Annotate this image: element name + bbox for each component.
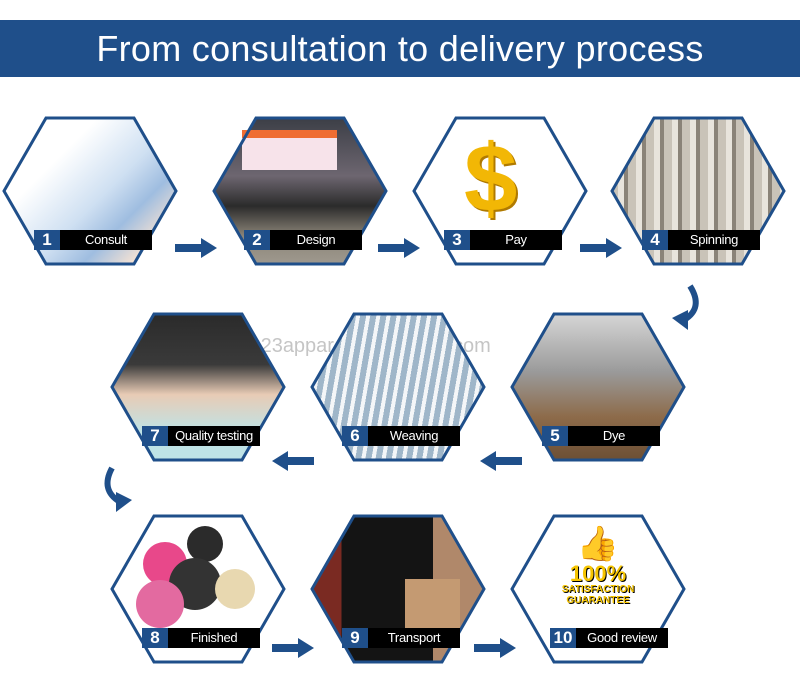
step-label: Pay bbox=[470, 230, 562, 250]
step-number: 6 bbox=[342, 426, 368, 446]
arrow-left-icon bbox=[480, 451, 522, 471]
step-number: 8 bbox=[142, 628, 168, 648]
thumbs-up-icon: 👍 bbox=[576, 525, 620, 563]
arrow-left-icon bbox=[272, 451, 314, 471]
step-label: Quality testing bbox=[168, 426, 260, 446]
step-label: Good review bbox=[576, 628, 668, 648]
step-number: 4 bbox=[642, 230, 668, 250]
step-number: 2 bbox=[244, 230, 270, 250]
curved-arrow-down-icon bbox=[104, 466, 132, 512]
step-label: Spinning bbox=[668, 230, 760, 250]
step-number: 3 bbox=[444, 230, 470, 250]
step-label: Dye bbox=[568, 426, 660, 446]
title-banner: From consultation to delivery process bbox=[0, 20, 800, 77]
arrow-right-icon bbox=[378, 238, 420, 258]
arrow-right-icon bbox=[175, 238, 217, 258]
arrow-right-icon bbox=[580, 238, 622, 258]
step-label: Design bbox=[270, 230, 362, 250]
step-label: Transport bbox=[368, 628, 460, 648]
step-number: 10 bbox=[550, 628, 576, 648]
step-number: 9 bbox=[342, 628, 368, 648]
page-title: From consultation to delivery process bbox=[96, 27, 704, 69]
step-number: 5 bbox=[542, 426, 568, 446]
satisfaction-badge: 👍 100% SATISFACTION GUARANTEE bbox=[561, 525, 635, 606]
step-number: 1 bbox=[34, 230, 60, 250]
dollar-icon: $ bbox=[464, 125, 518, 232]
step-number: 7 bbox=[142, 426, 168, 446]
step-label: Finished bbox=[168, 628, 260, 648]
step-label: Consult bbox=[60, 230, 152, 250]
arrow-right-icon bbox=[474, 638, 516, 658]
arrow-right-icon bbox=[272, 638, 314, 658]
step-label: Weaving bbox=[368, 426, 460, 446]
curved-arrow-down-icon bbox=[672, 284, 699, 330]
